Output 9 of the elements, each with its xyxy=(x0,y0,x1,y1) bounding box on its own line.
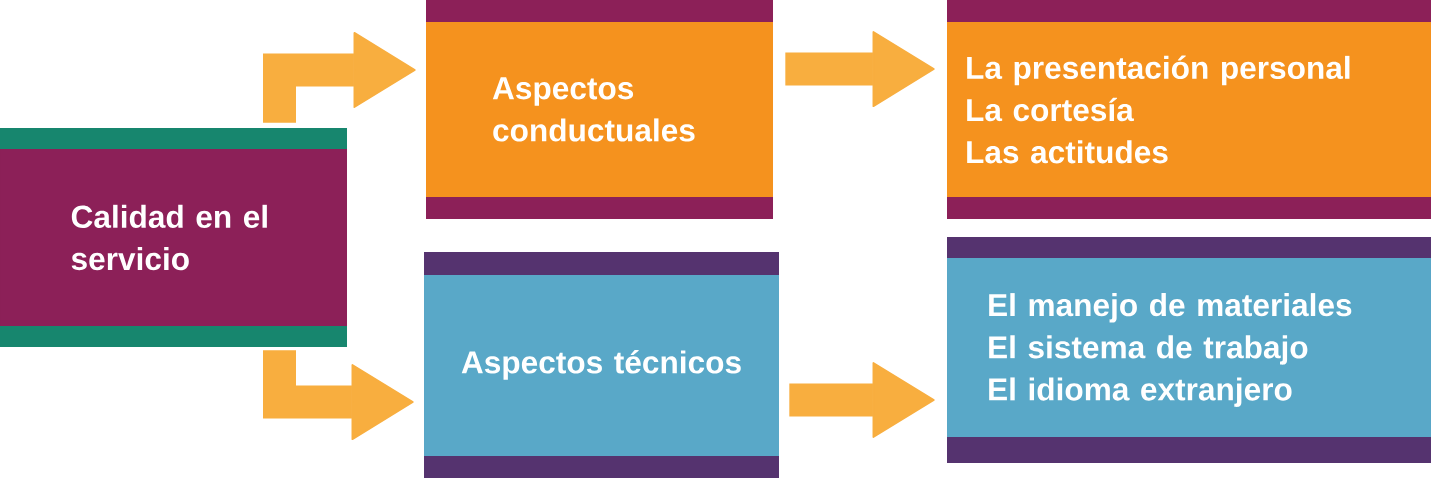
block-arrow xyxy=(785,31,935,107)
category-box: Aspectos conductuales xyxy=(426,0,773,219)
block-arrow xyxy=(789,362,935,438)
bent-arrow xyxy=(263,350,414,440)
list-box: El manejo de materiales El sistema de trabajo El idioma extranjero xyxy=(947,237,1431,463)
category-box: Aspectos técnicos xyxy=(424,252,779,478)
list-box: La presentación personal La cortesía Las actitudes xyxy=(947,0,1431,219)
topic-box: Calidad en el servicio xyxy=(0,128,347,347)
bent-arrow xyxy=(263,32,416,123)
